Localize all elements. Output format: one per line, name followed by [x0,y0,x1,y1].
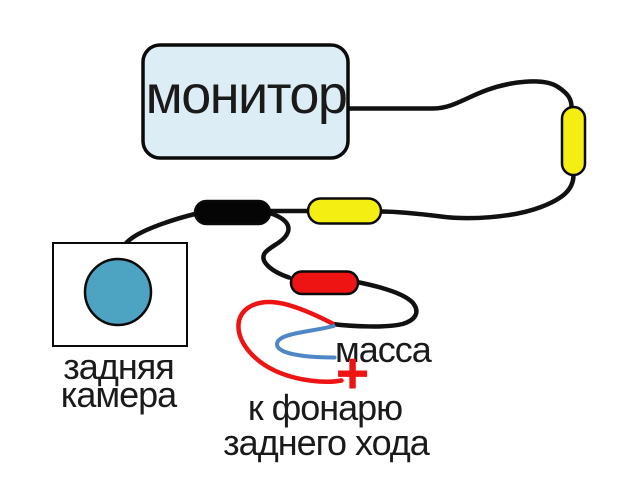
wire-red-connector-to-junction [330,279,419,329]
wire-monitor-to-rca [345,79,574,111]
camera-label-line2: камера [61,374,178,415]
reverse-light-label-line2: заднего хода [223,422,431,463]
reverse-light-label-line1: к фонарю [248,387,402,428]
ground-wire-blue [275,324,337,360]
red-connector [289,270,360,296]
black-connector [193,199,272,226]
ground-label: масса [335,329,433,370]
rca-connector-yellow-vertical [560,105,587,177]
monitor-label: монитор [146,65,347,125]
camera-lens [83,257,153,327]
monitor-box [141,43,350,160]
plus-sign: + [336,341,370,406]
power-wire-red [236,299,344,384]
wire-rca-to-yellow-connector [378,172,576,221]
wire-branch-to-red-connector [261,210,292,280]
yellow-connector [306,197,383,225]
camera-label-line1: задняя [63,346,173,387]
